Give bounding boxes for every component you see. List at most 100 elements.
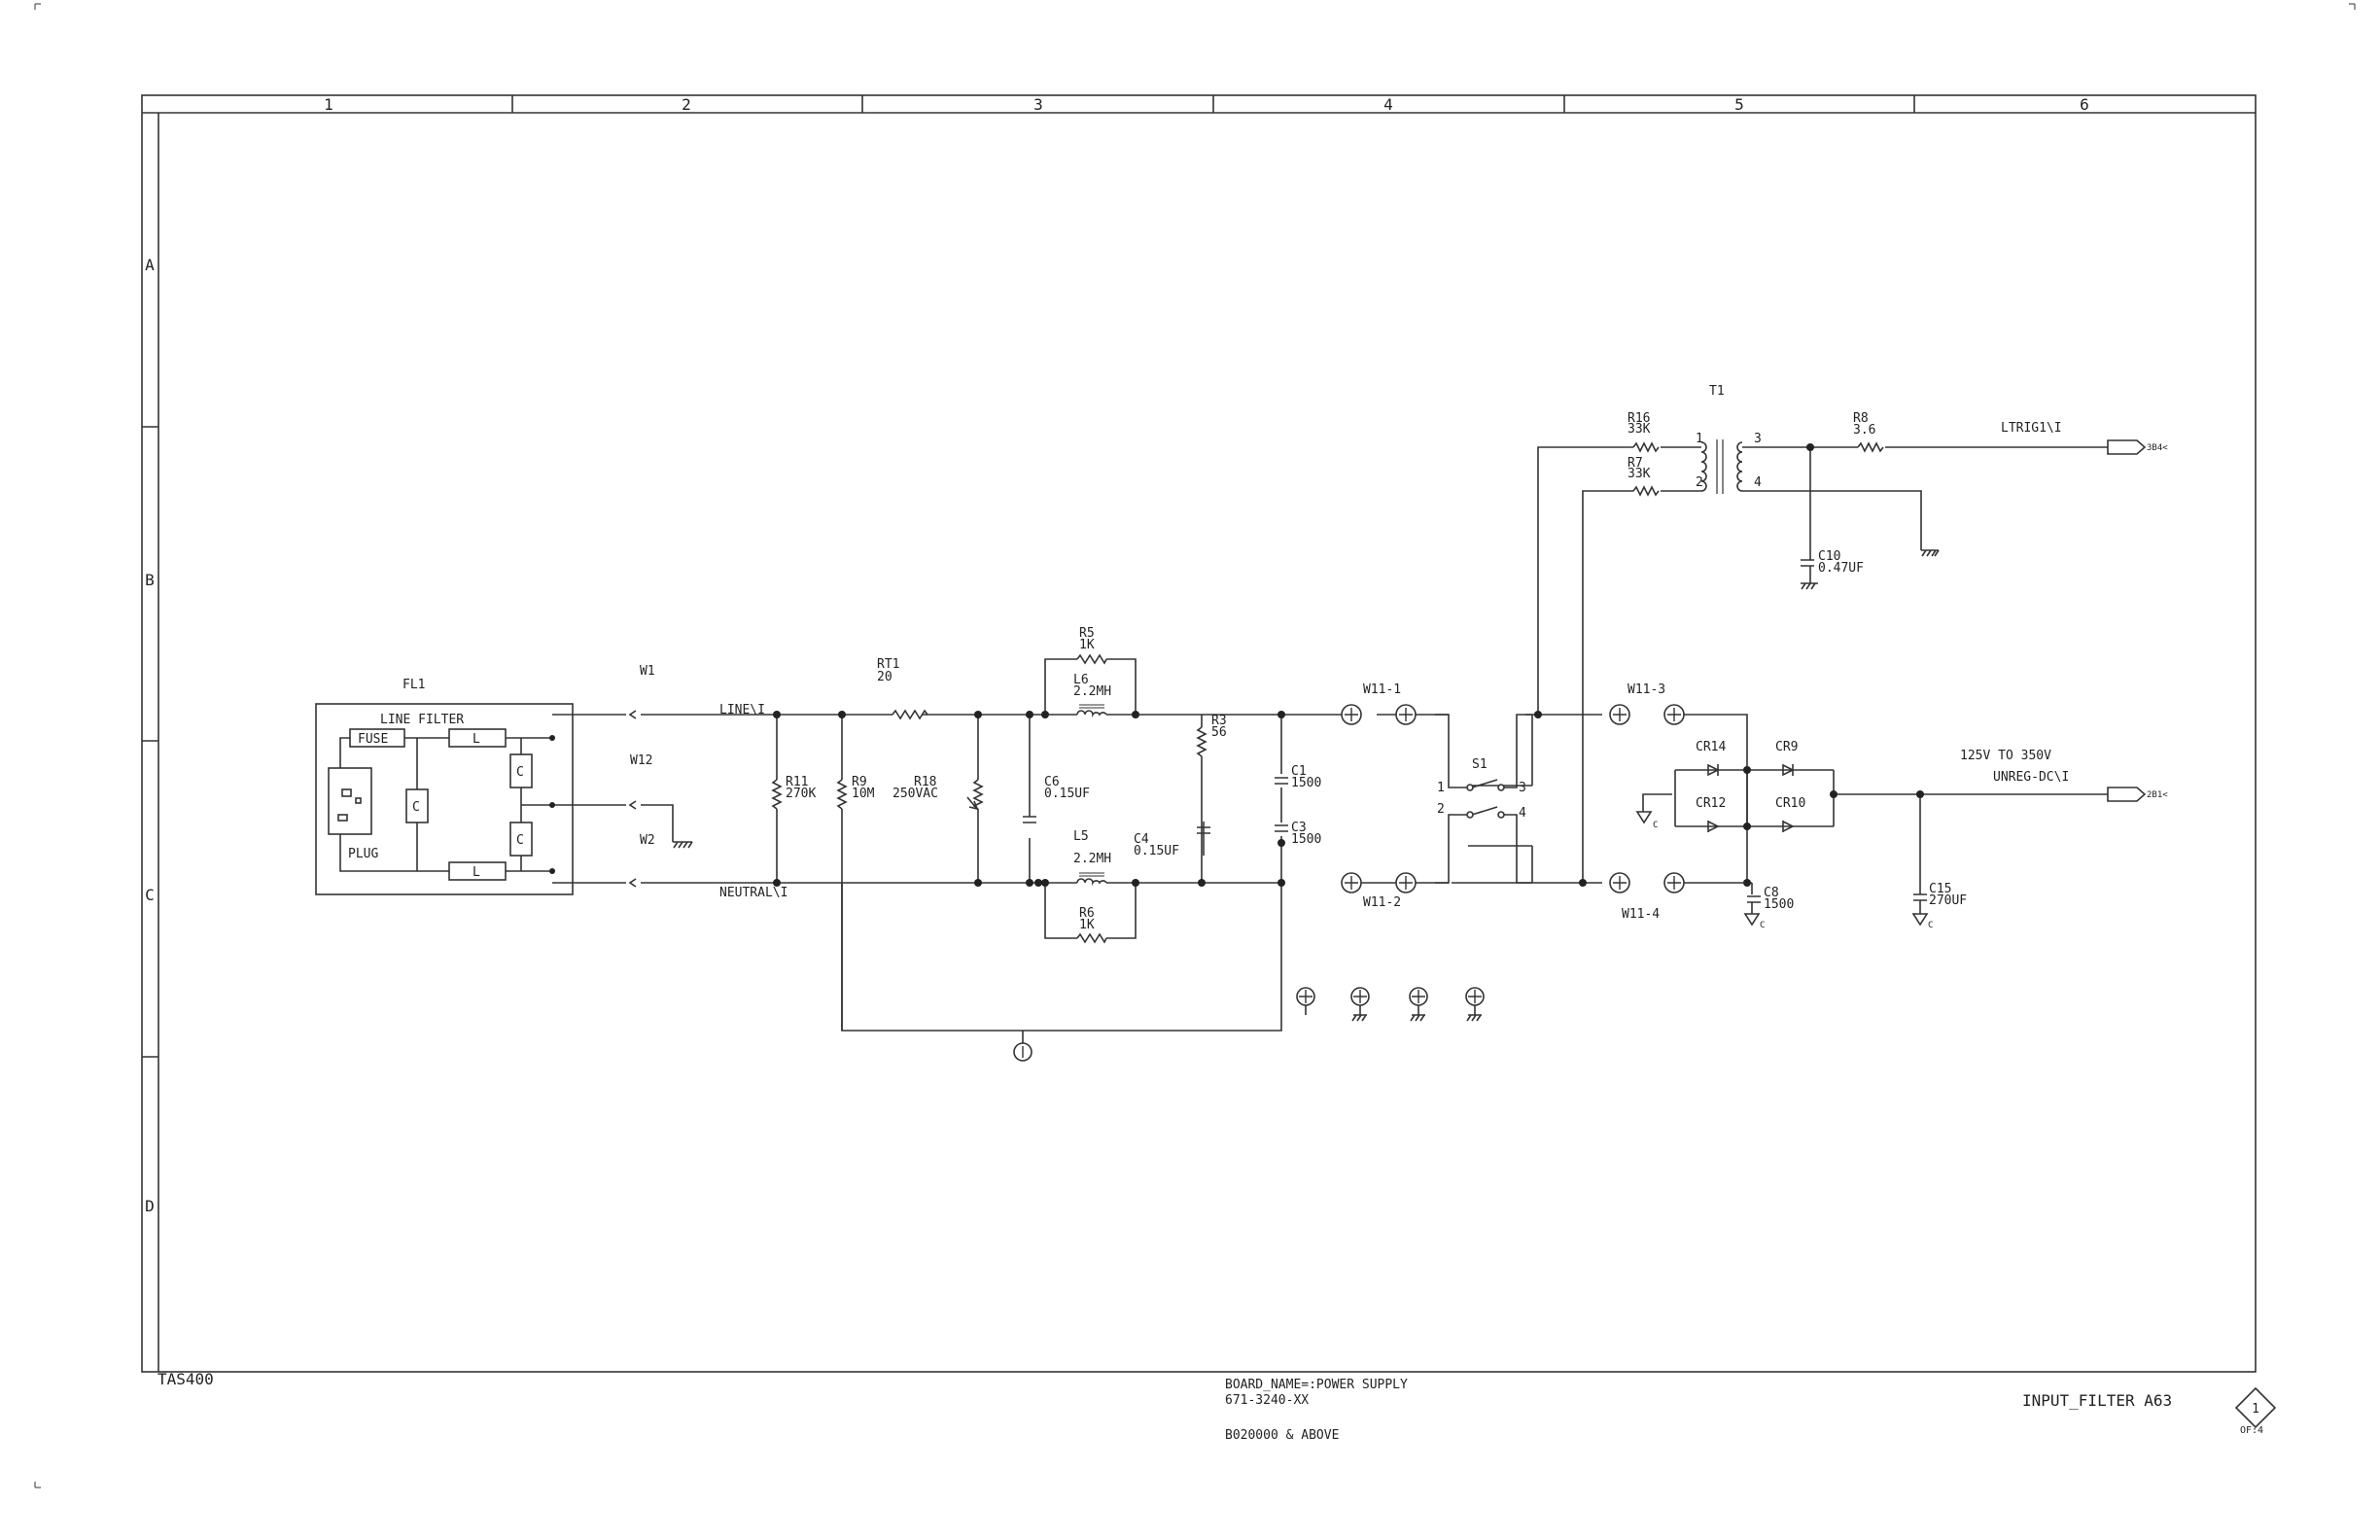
- r6-label: R6: [1079, 906, 1095, 921]
- r5-value: 1K: [1079, 638, 1095, 652]
- vc-symbol-c8: C: [1760, 921, 1765, 930]
- c15-value: 270UF: [1929, 893, 1967, 908]
- r7-value: 33K: [1628, 467, 1651, 481]
- sheet-number-diamond: [2234, 1386, 2277, 1429]
- secondary-wiring: [1537, 446, 2100, 914]
- filter-cap-lower-label: C: [516, 833, 524, 848]
- zone-column-1: 1: [324, 95, 333, 114]
- w1-label: W1: [640, 664, 655, 679]
- l5-label: L5: [1073, 829, 1089, 844]
- output-flags: [2100, 439, 2147, 802]
- filter-cap-upper-label: C: [516, 765, 524, 780]
- zone-row-d: D: [145, 1197, 155, 1215]
- part-number: 671-3240-XX: [1225, 1393, 1309, 1408]
- zone-column-4: 4: [1383, 95, 1393, 114]
- c15-label: C15: [1929, 882, 1951, 896]
- c8-value: 1500: [1764, 897, 1794, 912]
- bridge-rectifier: [1642, 763, 2100, 914]
- vc-symbol-bridge: C: [1653, 821, 1658, 830]
- line-net-label: LINE\I: [719, 703, 765, 718]
- w11-terminals: [1412, 714, 1533, 884]
- ltrig-sheet-ref: 3B4<: [2147, 443, 2168, 453]
- s1-pin2: 2: [1437, 802, 1445, 817]
- w11-3-label: W11-3: [1628, 682, 1665, 697]
- rt1-value: 20: [877, 670, 892, 684]
- r11-label: R11: [786, 775, 808, 789]
- l5-value: 2.2MH: [1073, 852, 1111, 866]
- c10-label: C10: [1818, 549, 1840, 564]
- w11-1-label: W11-1: [1363, 682, 1401, 697]
- zone-column-3: 3: [1033, 95, 1043, 114]
- input-cables: [552, 710, 1038, 888]
- t1-pin2: 2: [1696, 475, 1703, 490]
- inductors: [1076, 704, 1107, 887]
- filter-inductor-top-label: L: [472, 732, 480, 747]
- plug-label: PLUG: [348, 847, 378, 861]
- r9-label: R9: [852, 775, 867, 789]
- zone-row-c: C: [145, 886, 155, 904]
- c1-label: C1: [1291, 764, 1307, 779]
- r3-label: R3: [1211, 714, 1227, 728]
- ground-symbols: [673, 549, 1940, 927]
- zone-row-b: B: [145, 571, 155, 589]
- c4-value: 0.15UF: [1134, 844, 1179, 858]
- r7-label: R7: [1628, 456, 1643, 471]
- r6-value: 1K: [1079, 918, 1095, 932]
- w12-label: W12: [630, 753, 652, 768]
- r18-value: 250VAC: [892, 787, 938, 801]
- sheet-title: INPUT_FILTER A63: [2022, 1391, 2172, 1410]
- w11-2-label: W11-2: [1363, 895, 1401, 910]
- neutral-net-label: NEUTRAL\I: [719, 886, 788, 900]
- project-name: TAS400: [158, 1370, 214, 1388]
- w11-4-label: W11-4: [1622, 907, 1660, 922]
- r9-value: 10M: [852, 787, 875, 801]
- t1-pin1: 1: [1696, 432, 1703, 446]
- r3-value: 56: [1211, 725, 1227, 740]
- zone-column-2: 2: [682, 95, 691, 114]
- capacitors: [1023, 559, 1927, 903]
- unreg-sheet-ref: 2B1<: [2147, 790, 2168, 800]
- r8-label: R8: [1853, 411, 1869, 426]
- l6-value: 2.2MH: [1073, 684, 1111, 699]
- fl1-label: FL1: [402, 678, 425, 692]
- r11-value: 270K: [786, 787, 816, 801]
- c10-value: 0.47UF: [1818, 561, 1864, 576]
- serial-range: B020000 & ABOVE: [1225, 1428, 1339, 1443]
- c4-label: C4: [1134, 832, 1149, 847]
- board-name: BOARD_NAME=:POWER SUPPLY: [1225, 1378, 1408, 1392]
- s1-pin4: 4: [1519, 806, 1526, 821]
- cr9-label: CR9: [1775, 740, 1798, 754]
- rt1-label: RT1: [877, 657, 899, 672]
- fuse-label: FUSE: [358, 732, 388, 747]
- mains-wiring: [776, 658, 1412, 1043]
- t1-label: T1: [1709, 384, 1725, 399]
- l6-label: L6: [1073, 673, 1089, 687]
- c8-label: C8: [1764, 886, 1779, 900]
- line-filter-fl1: [315, 703, 574, 895]
- t1-pin4: 4: [1754, 475, 1762, 490]
- c6-label: C6: [1044, 775, 1060, 789]
- sheet-frame: [141, 94, 2257, 1373]
- unreg-dc-net-label: UNREG-DC\I: [1993, 770, 2069, 785]
- terminal-crosses: [1022, 708, 1681, 1058]
- t1-pin3: 3: [1754, 432, 1762, 446]
- s1-label: S1: [1472, 757, 1488, 772]
- vc-symbol-c15: C: [1928, 921, 1933, 930]
- zone-column-6: 6: [2080, 95, 2089, 114]
- cr10-label: CR10: [1775, 796, 1805, 811]
- s1-pin1: 1: [1437, 781, 1445, 795]
- cr14-label: CR14: [1696, 740, 1726, 754]
- r8-value: 3.6: [1853, 423, 1875, 438]
- cr12-label: CR12: [1696, 796, 1726, 811]
- line-filter-label: LINE FILTER: [380, 713, 464, 727]
- junction-dots: [549, 443, 1924, 887]
- s1-pin3: 3: [1519, 781, 1526, 795]
- mounting-hardware: [1305, 998, 1482, 1022]
- r5-label: R5: [1079, 626, 1095, 641]
- c3-label: C3: [1291, 821, 1307, 835]
- sheet-number: 1: [2252, 1402, 2259, 1417]
- crop-marks: [34, 3, 2356, 1488]
- zone-column-5: 5: [1734, 95, 1744, 114]
- switch-s1: [1435, 714, 1538, 884]
